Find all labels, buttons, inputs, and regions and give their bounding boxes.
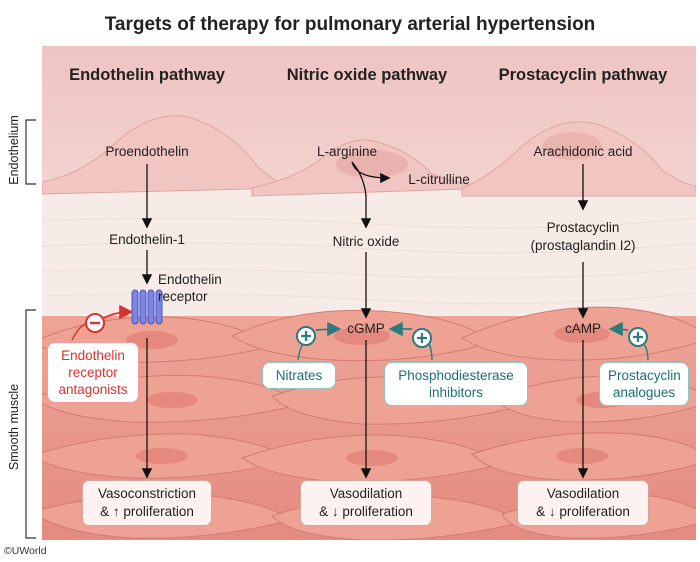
- tissue-illustration: [42, 46, 696, 540]
- receptor-line-1: Endothelin: [158, 272, 222, 287]
- endothelin-receptor-label: Endothelin receptor: [158, 271, 232, 305]
- stimulation-line-analogues: [608, 321, 629, 337]
- prostacyclin-line-2: (prostaglandin I2): [530, 238, 636, 253]
- vasoconstriction-box: Vasoconstriction & ↑ proliferation: [82, 480, 212, 526]
- pc-effect-line-2: & ↓ proliferation: [536, 504, 630, 519]
- receptor-line-2: receptor: [158, 289, 208, 304]
- proendothelin-label: Proendothelin: [105, 144, 189, 159]
- endothelin-pathway-heading: Endothelin pathway: [69, 66, 225, 84]
- endothelial-nucleus-middle: [336, 150, 408, 178]
- cgmp-label: cGMP: [347, 321, 385, 336]
- tissue-panel: [42, 46, 696, 540]
- copyright-notice: ©UWorld: [4, 545, 47, 557]
- analogues-link-line: [643, 343, 649, 361]
- prostacyclin-label: Prostacyclin (prostaglandin I2): [513, 219, 653, 255]
- plus-icon-analogues: [628, 327, 648, 347]
- minus-icon: [85, 313, 105, 333]
- arrow-larginine-to-nitric-oxide: [351, 161, 372, 229]
- endothelin-receptor-antagonists-box: Endothelin receptor antagonists: [47, 342, 139, 403]
- endothelin1-label: Endothelin-1: [109, 232, 185, 247]
- inhibition-line-endothelin: [103, 304, 134, 320]
- no-effect-line-1: Vasodilation: [329, 486, 403, 501]
- larginine-label: L-arginine: [316, 144, 378, 159]
- arrow-larginine-to-lcitrulline: [351, 161, 391, 184]
- plus-icon-nitrates: [296, 326, 316, 346]
- nitric-oxide-label: Nitric oxide: [332, 234, 400, 249]
- antagonists-line-2: receptor: [68, 365, 118, 380]
- vasoconstriction-line-1: Vasoconstriction: [97, 486, 197, 501]
- phosphodiesterase-inhibitors-box: Phosphodiesterase inhibitors: [384, 362, 528, 406]
- figure-title: Targets of therapy for pulmonary arteria…: [104, 14, 596, 35]
- nitrates-box: Nitrates: [262, 362, 336, 389]
- plus-icon-pde: [412, 328, 432, 348]
- vasoconstriction-line-2: & ↑ proliferation: [100, 504, 194, 519]
- nitric-oxide-pathway-heading: Nitric oxide pathway: [286, 66, 448, 84]
- prostacyclin-line-1: Prostacyclin: [546, 220, 620, 235]
- no-effect-line-2: & ↓ proliferation: [319, 504, 413, 519]
- antagonists-line-3: antagonists: [58, 382, 128, 397]
- antagonists-line-1: Endothelin: [61, 348, 125, 363]
- camp-label: cAMP: [564, 321, 601, 336]
- analogues-line-2: analogues: [612, 385, 676, 400]
- pc-effect-line-1: Vasodilation: [546, 486, 620, 501]
- lcitrulline-label: L-citrulline: [408, 172, 470, 187]
- endothelium-bracket: [25, 119, 36, 185]
- pde-line-1: Phosphodiesterase: [398, 368, 514, 383]
- endothelin-receptor-icon: [131, 289, 163, 325]
- vasodilation-box-prostacyclin: Vasodilation & ↓ proliferation: [517, 480, 649, 526]
- endothelial-cell-left: [42, 115, 293, 195]
- smooth-muscle-bracket: [25, 309, 36, 539]
- vasodilation-box-no: Vasodilation & ↓ proliferation: [300, 480, 432, 526]
- endothelial-nucleus-right: [542, 132, 602, 160]
- prostacyclin-pathway-heading: Prostacyclin pathway: [498, 66, 668, 84]
- stimulation-line-nitrates: [315, 321, 342, 337]
- arachidonic-acid-label: Arachidonic acid: [533, 144, 633, 159]
- antagonist-link-line: [71, 323, 87, 341]
- side-brackets: [25, 119, 36, 539]
- prostacyclin-analogues-box: Prostacyclin analogues: [599, 362, 689, 406]
- pde-line-2: inhibitors: [428, 385, 484, 400]
- analogues-line-1: Prostacyclin: [608, 368, 681, 383]
